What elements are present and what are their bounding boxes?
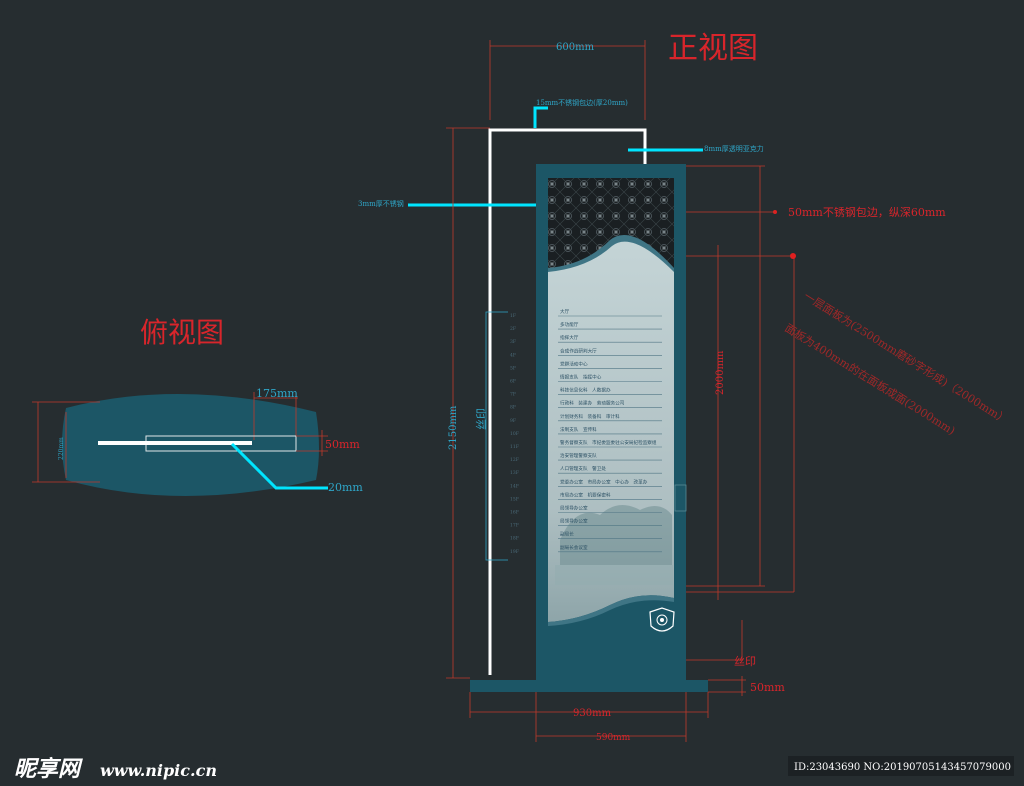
top-dim-side: 220mm: [58, 437, 65, 460]
directory-entry: 法制支队 宣传科: [560, 426, 597, 433]
dim-600-label: 600mm: [556, 42, 595, 53]
silk-vertical-label: 丝印: [475, 408, 488, 430]
directory-entry: 局领导办公室: [560, 518, 588, 525]
directory-entry: 情报支队 指挥中心: [560, 374, 602, 381]
directory-entry: 党群活动中心: [560, 360, 588, 367]
floor-number: 13F: [510, 470, 519, 476]
top-dim-175: 175mm: [256, 387, 298, 400]
directory-entry: 人口管理支队 警卫处: [560, 465, 606, 472]
floor-number: 14F: [510, 483, 519, 489]
dim-2000-label: 2000mm: [715, 350, 726, 395]
dim-590-label: 590mm: [596, 733, 631, 743]
watermark-id: ID:23043690 NO:20190705143457079000: [794, 762, 1011, 773]
sign-base: [470, 680, 708, 692]
floor-number: 16F: [510, 510, 519, 516]
police-badge-icon: [649, 607, 675, 632]
floor-number: 15F: [510, 496, 519, 502]
top-view-title: 俯视图: [140, 316, 224, 349]
dim-2150-label: 2150mm: [448, 405, 459, 450]
floor-number: 18F: [510, 536, 519, 542]
dim-2000: 2000mm: [686, 165, 765, 600]
directory-entry: 计划财务科 装备科 审计科: [560, 413, 620, 420]
base-height-label: 50mm: [750, 681, 785, 694]
directory-entry: 副局长会议室: [560, 544, 588, 551]
watermark-logo: 昵享网: [14, 756, 83, 782]
callout-steel-3mm: 3mm厚不锈钢: [358, 199, 404, 208]
floor-number: 10F: [510, 431, 519, 437]
floor-number: 7F: [510, 392, 516, 398]
callout-acrylic: 8mm厚透明亚克力: [704, 144, 764, 153]
top-dim-20: 20mm: [328, 481, 363, 494]
floor-number: 5F: [510, 365, 516, 371]
directory-entry: 大厅: [560, 308, 570, 315]
directory-entry: 科技信息化科 人数据办: [560, 387, 611, 394]
floor-number: 3F: [510, 339, 516, 345]
directory-entry: 局领导办公室: [560, 505, 588, 512]
directory-entry: 行政科 装建办 劳动服务公司: [560, 400, 625, 407]
directory-entry: 警务督察支队 市纪委监委驻公安局纪检监察组: [560, 439, 657, 446]
floor-number: 2F: [510, 326, 516, 332]
directory-entry: 指挥大厅: [560, 334, 579, 341]
silk-bottom-label: 丝印: [734, 655, 756, 668]
callout-steel-edge: 15mm不锈钢包边(厚20mm): [536, 98, 628, 107]
landscape-image: [555, 505, 673, 585]
floor-number: 19F: [510, 549, 519, 555]
callout-steel-edge-line: [533, 106, 548, 128]
dim-590: 590mm: [535, 692, 687, 743]
floor-number-list: 1F 2F 3F 4F 5F 6F 7F 8F 9F 10F 11F 12F 13F 14F 15F 16F 1…: [510, 313, 519, 555]
dim-600: 600mm: [489, 40, 646, 120]
floor-number: 11F: [510, 444, 519, 450]
floor-number: 6F: [510, 379, 516, 385]
front-view-title: 正视图: [668, 31, 758, 66]
callout-50mm-edge: 50mm不锈钢包边，纵深60mm: [788, 206, 946, 219]
floor-number: 1F: [510, 313, 516, 319]
top-dim-50: 50mm: [325, 438, 360, 451]
directory-entry: 多功能厅: [560, 321, 579, 328]
dim-2150: 2150mm: [446, 127, 490, 679]
silk-bracket: 丝印: [475, 311, 508, 561]
watermark-id-bg: [788, 756, 1014, 776]
floor-number: 17F: [510, 523, 519, 529]
directory-entry: 市局办公室 机要保密科: [560, 491, 611, 498]
dim-930-label: 930mm: [573, 708, 612, 719]
floor-number: 9F: [510, 418, 516, 424]
floor-number: 8F: [510, 405, 516, 411]
dim-930: 930mm: [469, 692, 709, 719]
directory-entry: 治安管理警察支队: [560, 452, 597, 459]
floor-number: 12F: [510, 457, 519, 463]
directory-entry: 党委办公室 市局办公室 中心办 改革办: [560, 478, 648, 485]
directory-entry: 副局长: [560, 531, 574, 538]
watermark-url: www.nipic.cn: [100, 761, 217, 780]
floor-number: 4F: [510, 352, 516, 358]
bottom-wave: [548, 595, 674, 626]
directory-entry: 合成作战研判大厅: [560, 347, 597, 354]
top-callout-20: [230, 442, 328, 490]
